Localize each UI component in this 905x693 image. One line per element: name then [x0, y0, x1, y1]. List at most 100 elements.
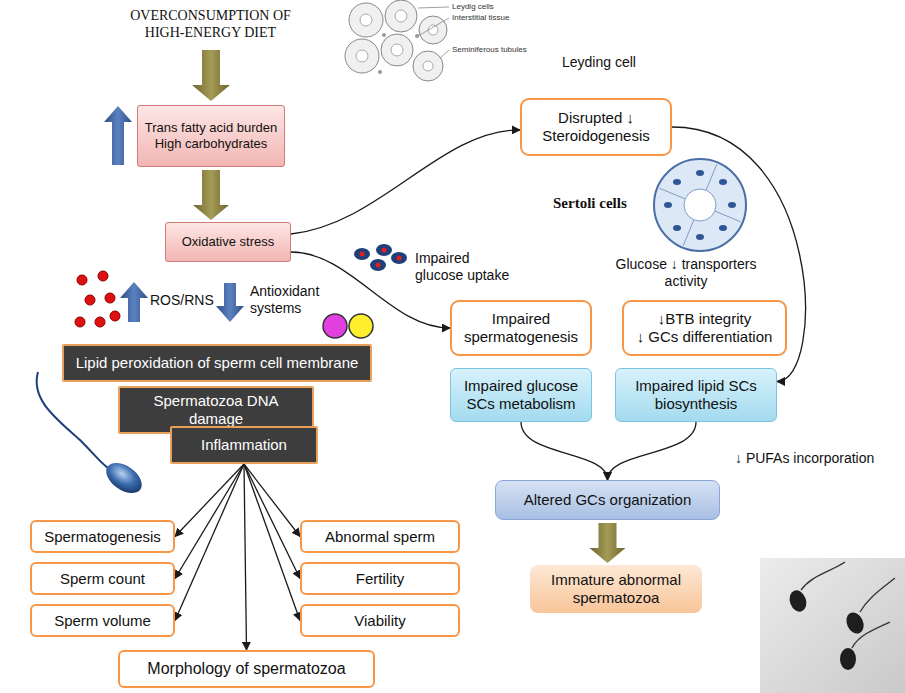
process-note: Impaired glucose uptake	[415, 250, 515, 284]
box-text: Spermatozoa DNA damage	[126, 392, 306, 428]
connector-arrow	[608, 422, 697, 480]
micrograph-ground	[760, 558, 905, 693]
leydig-dot	[382, 33, 386, 37]
box-text: Impaired spermatogenesis	[458, 310, 584, 346]
block-arrow	[193, 170, 229, 220]
sperm-head	[840, 648, 856, 670]
decrease-arrow	[216, 283, 244, 322]
sperm-parameter-box: Sperm volume	[30, 604, 175, 637]
box-text: Abnormal sperm	[325, 528, 435, 546]
box-text: ↓ GCs differentiation	[637, 328, 773, 346]
tubule-lumen	[356, 50, 368, 62]
connector-arrow	[291, 130, 520, 234]
box-text: Sperm count	[60, 570, 145, 588]
tubule-lumen	[423, 61, 433, 71]
sperm-parameter-box: Spermatogenesis	[30, 520, 175, 553]
effect-box: Disrupted ↓ Steroidogenesis	[520, 98, 672, 156]
sperm-tail	[801, 562, 845, 590]
box-text: Trans fatty acid burden	[145, 120, 277, 136]
box-text: Disrupted ↓ Steroidogenesis	[528, 109, 664, 145]
sperm-parameter-box: Fertility	[300, 562, 460, 595]
sperm-tail	[37, 372, 108, 468]
germ-cell	[664, 202, 672, 208]
sperm-micrograph	[760, 558, 905, 693]
tubule	[419, 16, 447, 44]
cell-type-label: Leyding cell	[562, 54, 636, 71]
sperm-parameter-box: Abnormal sperm	[300, 520, 460, 553]
antioxidant-circle	[349, 314, 373, 338]
sperm-head	[787, 588, 810, 614]
outcome-box: Immature abnormal spermatozoa	[530, 565, 702, 613]
cell-type-label: Sertoli cells	[553, 194, 627, 212]
glucose-core	[382, 248, 387, 253]
box-text: Viability	[354, 612, 405, 630]
box-text: Immature abnormal spermatozoa	[536, 571, 696, 607]
effect-box: ↓BTB integrity↓ GCs differentiation	[622, 300, 787, 356]
sperm-tail	[860, 578, 895, 612]
germ-cell	[696, 170, 704, 176]
ros-dot	[85, 295, 95, 305]
effect-box: Impaired spermatogenesis	[450, 300, 592, 356]
glucose-core	[360, 252, 365, 257]
tubule-lumen	[428, 25, 438, 35]
metabolism-box: Impaired glucose SCs metabolism	[450, 368, 592, 422]
box-text: Spermatogenesis	[44, 528, 161, 546]
figure-callout: Leydig cells	[452, 2, 494, 12]
box-text: Altered GCs organization	[524, 491, 692, 509]
glucose-core	[397, 256, 402, 261]
box-text: Impaired lipid SCs biosynthesis	[622, 377, 770, 413]
connector-arrow	[244, 464, 300, 579]
tubule-lumen	[360, 14, 372, 26]
figure-callout: Seminiferous tubules	[452, 45, 527, 55]
connector-arrow	[521, 422, 608, 480]
process-note: Glucose ↓ transporters activity	[604, 256, 768, 290]
process-note: ↓ PUFAs incorporation	[735, 450, 900, 467]
box-text: Morphology of spermatozoa	[147, 659, 345, 678]
antioxidant-circle	[323, 314, 347, 338]
connector-arrow	[175, 464, 244, 537]
block-arrow	[590, 523, 626, 563]
sperm-tail	[852, 622, 890, 648]
stressor-box: Trans fatty acid burdenHigh carbohydrate…	[137, 105, 285, 167]
glucose-oval	[391, 252, 407, 264]
tubule-lumen	[395, 10, 407, 22]
ros-label: ROS/RNS	[150, 292, 214, 309]
germ-cell	[696, 234, 704, 240]
box-text: Fertility	[356, 570, 404, 588]
tubule	[413, 51, 443, 81]
germ-cell	[719, 179, 727, 185]
ros-dot	[105, 293, 115, 303]
sertoli-cell	[715, 211, 741, 222]
stressor-box: Oxidative stress	[165, 222, 291, 262]
ros-dot	[110, 311, 120, 321]
diet-heading: OVERCONSUMPTION OF HIGH-ENERGY DIET	[113, 8, 308, 42]
ros-dot	[77, 275, 87, 285]
tubule-lumen	[684, 189, 716, 221]
ros-dot	[98, 271, 108, 281]
sperm-parameter-box: Viability	[300, 604, 460, 637]
ros-dots	[75, 271, 120, 327]
sperm-parameter-box: Sperm count	[30, 562, 175, 595]
damage-band: Inflammation	[170, 426, 318, 464]
glucose-core	[376, 263, 381, 268]
metabolism-box: Impaired lipid SCs biosynthesis	[615, 368, 777, 422]
organization-box: Altered GCs organization	[495, 480, 720, 520]
box-text: Lipid peroxidation of sperm cell membran…	[76, 354, 359, 372]
damage-band: Lipid peroxidation of sperm cell membran…	[62, 344, 372, 382]
glucose-oval	[354, 248, 370, 260]
tubule-section	[654, 159, 746, 251]
sertoli-cell	[683, 220, 694, 246]
connector-arrow	[244, 464, 247, 650]
leader-line	[440, 50, 449, 58]
germ-cell	[673, 179, 681, 185]
box-text: High carbohydrates	[155, 136, 268, 152]
sertoli-cell	[659, 188, 685, 199]
sperm-head	[843, 610, 867, 637]
increase-arrow	[104, 106, 132, 165]
connector-arrow	[175, 464, 244, 579]
tubule	[381, 34, 413, 66]
box-text: Inflammation	[201, 436, 287, 454]
figure-callout: Interstitial tissue	[452, 13, 509, 23]
testis-histology	[345, 0, 449, 81]
